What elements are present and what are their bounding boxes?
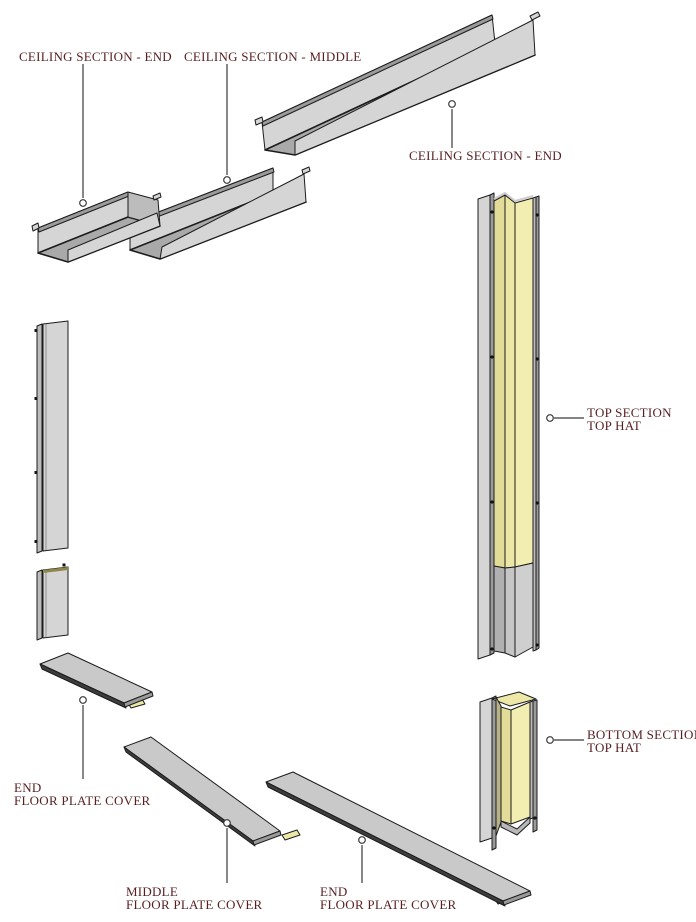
leader-dot [79, 199, 87, 207]
leader-dot [79, 696, 87, 704]
screw-dot [533, 816, 537, 820]
right-flange-outer [535, 195, 540, 651]
screw-dot [490, 355, 494, 359]
leader-lines [79, 64, 584, 883]
paint-edge-sliver [43, 567, 68, 573]
ceiling-section-middle-part [123, 166, 311, 260]
label-middle-floor-plate-cover: MIDDLE FLOOR PLATE COVER [126, 885, 262, 911]
screw-dot [490, 500, 494, 504]
bottom-return-flanges [500, 816, 531, 836]
label-line: TOP HAT [587, 418, 642, 433]
paint-face-groove [504, 194, 516, 569]
end-tab-right [529, 11, 541, 21]
screw-dot [535, 213, 539, 217]
plate-front-edge [265, 781, 506, 907]
left-vertical-panel-short [36, 563, 69, 641]
end-tab-right [152, 192, 162, 201]
end-tab-right [301, 166, 311, 175]
left-flange-outer [477, 194, 491, 660]
screw-dot [535, 501, 539, 505]
end-tab-left [31, 222, 40, 232]
label-ceiling-section-middle: CEILING SECTION - MIDDLE [184, 50, 362, 63]
screw-mark [34, 540, 38, 543]
leader-dot [223, 176, 231, 184]
screw-mark [34, 471, 38, 474]
plate-front-edge [39, 663, 127, 709]
label-line: FLOOR PLATE COVER [320, 897, 457, 912]
label-line: CEILING SECTION - END [19, 49, 172, 64]
flange-strip [36, 323, 43, 554]
bottom-section-top-hat-part [479, 691, 538, 851]
screw-mark [62, 563, 66, 567]
bare-steel-groove [504, 566, 516, 658]
leader-dot [448, 100, 456, 108]
screw-dot [535, 357, 539, 361]
crown-top-face [491, 691, 537, 707]
label-line: CEILING SECTION - MIDDLE [184, 49, 362, 64]
floor-plate-end-left-part [39, 652, 154, 709]
screw-dot [490, 647, 494, 651]
label-line: END [14, 780, 42, 795]
ceiling-section-end-right-part [254, 11, 541, 156]
label-ceiling-section-end-left: CEILING SECTION - END [19, 50, 172, 63]
label-line: TOP HAT [587, 740, 642, 755]
floor-plate-end-right-part [265, 771, 532, 907]
screw-mark [34, 329, 38, 332]
top-rim-highlight [493, 191, 534, 203]
plate-top [39, 652, 153, 704]
left-flange-outer [479, 697, 493, 843]
near-wall [67, 212, 161, 263]
panel-face [42, 320, 69, 552]
crown-side-wall [495, 696, 502, 837]
label-ceiling-section-end-right: CEILING SECTION - END [409, 149, 562, 162]
top-section-top-hat-part [477, 191, 540, 660]
end-tab-left [254, 116, 264, 126]
flange-strip [36, 569, 43, 641]
bare-steel-left [493, 565, 506, 654]
plate-front-edge [123, 746, 256, 847]
left-flange-inner [491, 695, 497, 851]
leader-dot [546, 414, 554, 422]
screw-dot [490, 210, 494, 214]
left-flange-inner [489, 192, 495, 656]
leader-dot [358, 836, 366, 844]
screw-mark [34, 397, 38, 400]
near-wall [294, 19, 536, 156]
paint-face-left [493, 194, 506, 569]
panel-face [42, 566, 69, 639]
leader-dot [546, 736, 554, 744]
paint-face-main [514, 197, 534, 568]
floor-plate-middle-part [123, 736, 301, 847]
label-line: MIDDLE [126, 884, 179, 899]
label-line: FLOOR PLATE COVER [14, 793, 151, 808]
paint-face-left [500, 706, 512, 825]
plate-end-edge [252, 830, 282, 846]
label-end-floor-plate-cover-right: END FLOOR PLATE COVER [320, 885, 456, 911]
bare-steel-main [514, 562, 534, 658]
clip-tab [281, 829, 301, 841]
leader-dot [223, 819, 231, 827]
label-top-section-top-hat: TOP SECTION TOP HAT [587, 406, 672, 432]
plate-end-edge [502, 890, 532, 906]
plate-end-edge [123, 691, 154, 708]
paint-face-main [510, 701, 531, 825]
label-line: BOTTOM SECTION [587, 727, 696, 742]
left-vertical-panel-tall [34, 320, 69, 554]
near-wall [159, 173, 307, 260]
label-line: TOP SECTION [587, 405, 672, 420]
label-line: CEILING SECTION - END [409, 148, 562, 163]
label-end-floor-plate-cover-left: END FLOOR PLATE COVER [14, 781, 150, 807]
label-line: END [320, 884, 348, 899]
right-flange-outer [532, 699, 538, 833]
label-line: FLOOR PLATE COVER [126, 897, 263, 912]
screw-dot [535, 643, 539, 647]
far-wall-hem [261, 14, 494, 127]
screw-dot [492, 826, 496, 830]
label-bottom-section-top-hat: BOTTOM SECTION TOP HAT [587, 728, 696, 754]
ceiling-section-end-left-part [31, 191, 162, 263]
